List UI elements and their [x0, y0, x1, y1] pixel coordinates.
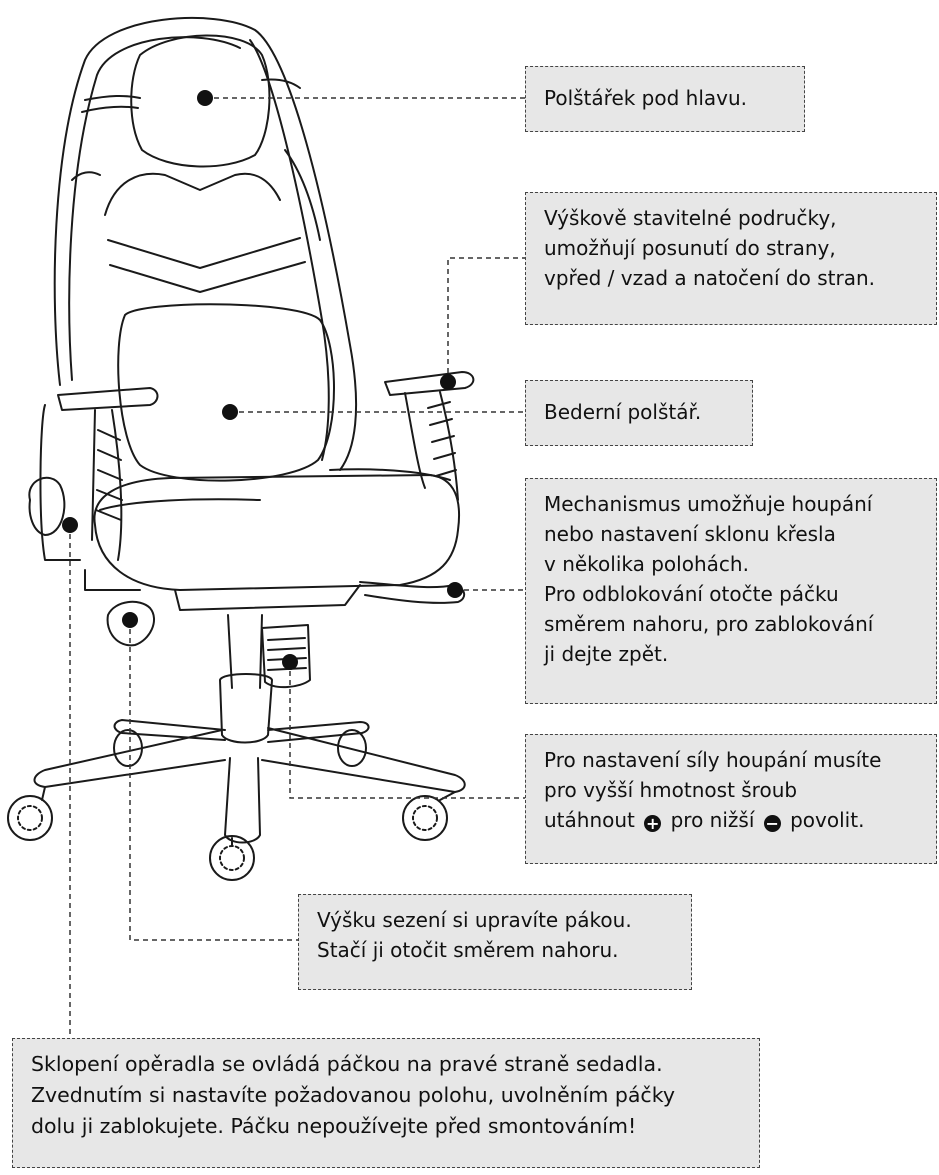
armrest-right — [385, 372, 473, 395]
marker-mechanism — [447, 582, 463, 598]
callout-armrests-line: Výškově stavitelné područky, — [544, 203, 918, 233]
callout-armrests: Výškově stavitelné područky, umožňují po… — [525, 192, 937, 325]
wheel-front-right — [403, 796, 447, 840]
callout-tension-line: pro vyšší hmotnost šroub — [544, 775, 918, 805]
callout-mechanism-line: nebo nastavení sklonu křesla — [544, 519, 918, 549]
marker-armrest — [440, 374, 456, 390]
callout-seat-height-line: Stačí ji otočit směrem nahoru. — [317, 935, 673, 965]
marker-lumbar — [222, 404, 238, 420]
wheel-back-right — [338, 730, 366, 766]
callout-backrest: Sklopení opěradla se ovládá páčkou na pr… — [12, 1038, 760, 1168]
leader-armrests — [448, 258, 525, 382]
callout-tension-line: utáhnout + pro nižší − povolit. — [544, 805, 918, 835]
callout-headrest-text: Polštářek pod hlavu. — [544, 83, 786, 113]
recline-knob — [29, 478, 64, 535]
callout-backrest-line: Zvednutím si nastavíte požadovanou poloh… — [31, 1080, 741, 1111]
callout-mechanism-line: ji dejte zpět. — [544, 639, 918, 669]
backrest-shell — [55, 18, 356, 470]
armrest-left — [58, 388, 158, 410]
chair-drawing — [8, 18, 473, 880]
leader-tension — [290, 662, 525, 798]
wheel-front-left — [8, 796, 52, 840]
callout-mechanism-line: v několika polohách. — [544, 549, 918, 579]
callout-seat-height-line: Výšku sezení si upravíte pákou. — [317, 905, 673, 935]
callout-backrest-line: Sklopení opěradla se ovládá páčkou na pr… — [31, 1049, 741, 1080]
wheel-back-left — [114, 730, 142, 766]
callout-armrests-line: umožňují posunutí do strany, — [544, 233, 918, 263]
callout-lumbar: Bederní polštář. — [525, 380, 753, 446]
callout-headrest: Polštářek pod hlavu. — [525, 66, 805, 132]
callout-backrest-line: dolu ji zablokujete. Páčku nepoužívejte … — [31, 1111, 741, 1142]
callout-mechanism: Mechanismus umožňuje houpání nebo nastav… — [525, 478, 937, 704]
callout-mechanism-line: směrem nahoru, pro zablokování — [544, 609, 918, 639]
plus-circle-icon: + — [644, 815, 661, 832]
tension-loosen-text: povolit. — [790, 808, 864, 832]
marker-headrest — [197, 90, 213, 106]
marker-seat-height — [122, 612, 138, 628]
callout-mechanism-line: Pro odblokování otočte páčku — [544, 579, 918, 609]
callout-tension: Pro nastavení síly houpání musíte pro vy… — [525, 734, 937, 864]
callout-tension-line: Pro nastavení síly houpání musíte — [544, 745, 918, 775]
callout-seat-height: Výšku sezení si upravíte pákou. Stačí ji… — [298, 894, 692, 990]
callout-lumbar-text: Bederní polštář. — [544, 397, 734, 427]
minus-circle-icon: − — [764, 815, 781, 832]
marker-backrest — [62, 517, 78, 533]
marker-tension — [282, 654, 298, 670]
gas-cylinder — [228, 615, 262, 688]
callout-armrests-line: vpřed / vzad a natočení do stran. — [544, 263, 918, 293]
leader-seat-height — [130, 620, 298, 940]
lumbar-pillow — [118, 304, 334, 480]
tension-tighten-text: utáhnout — [544, 808, 635, 832]
seat-cushion — [94, 475, 459, 590]
callout-mechanism-line: Mechanismus umožňuje houpání — [544, 489, 918, 519]
tension-lower-text: pro nižší — [671, 808, 755, 832]
